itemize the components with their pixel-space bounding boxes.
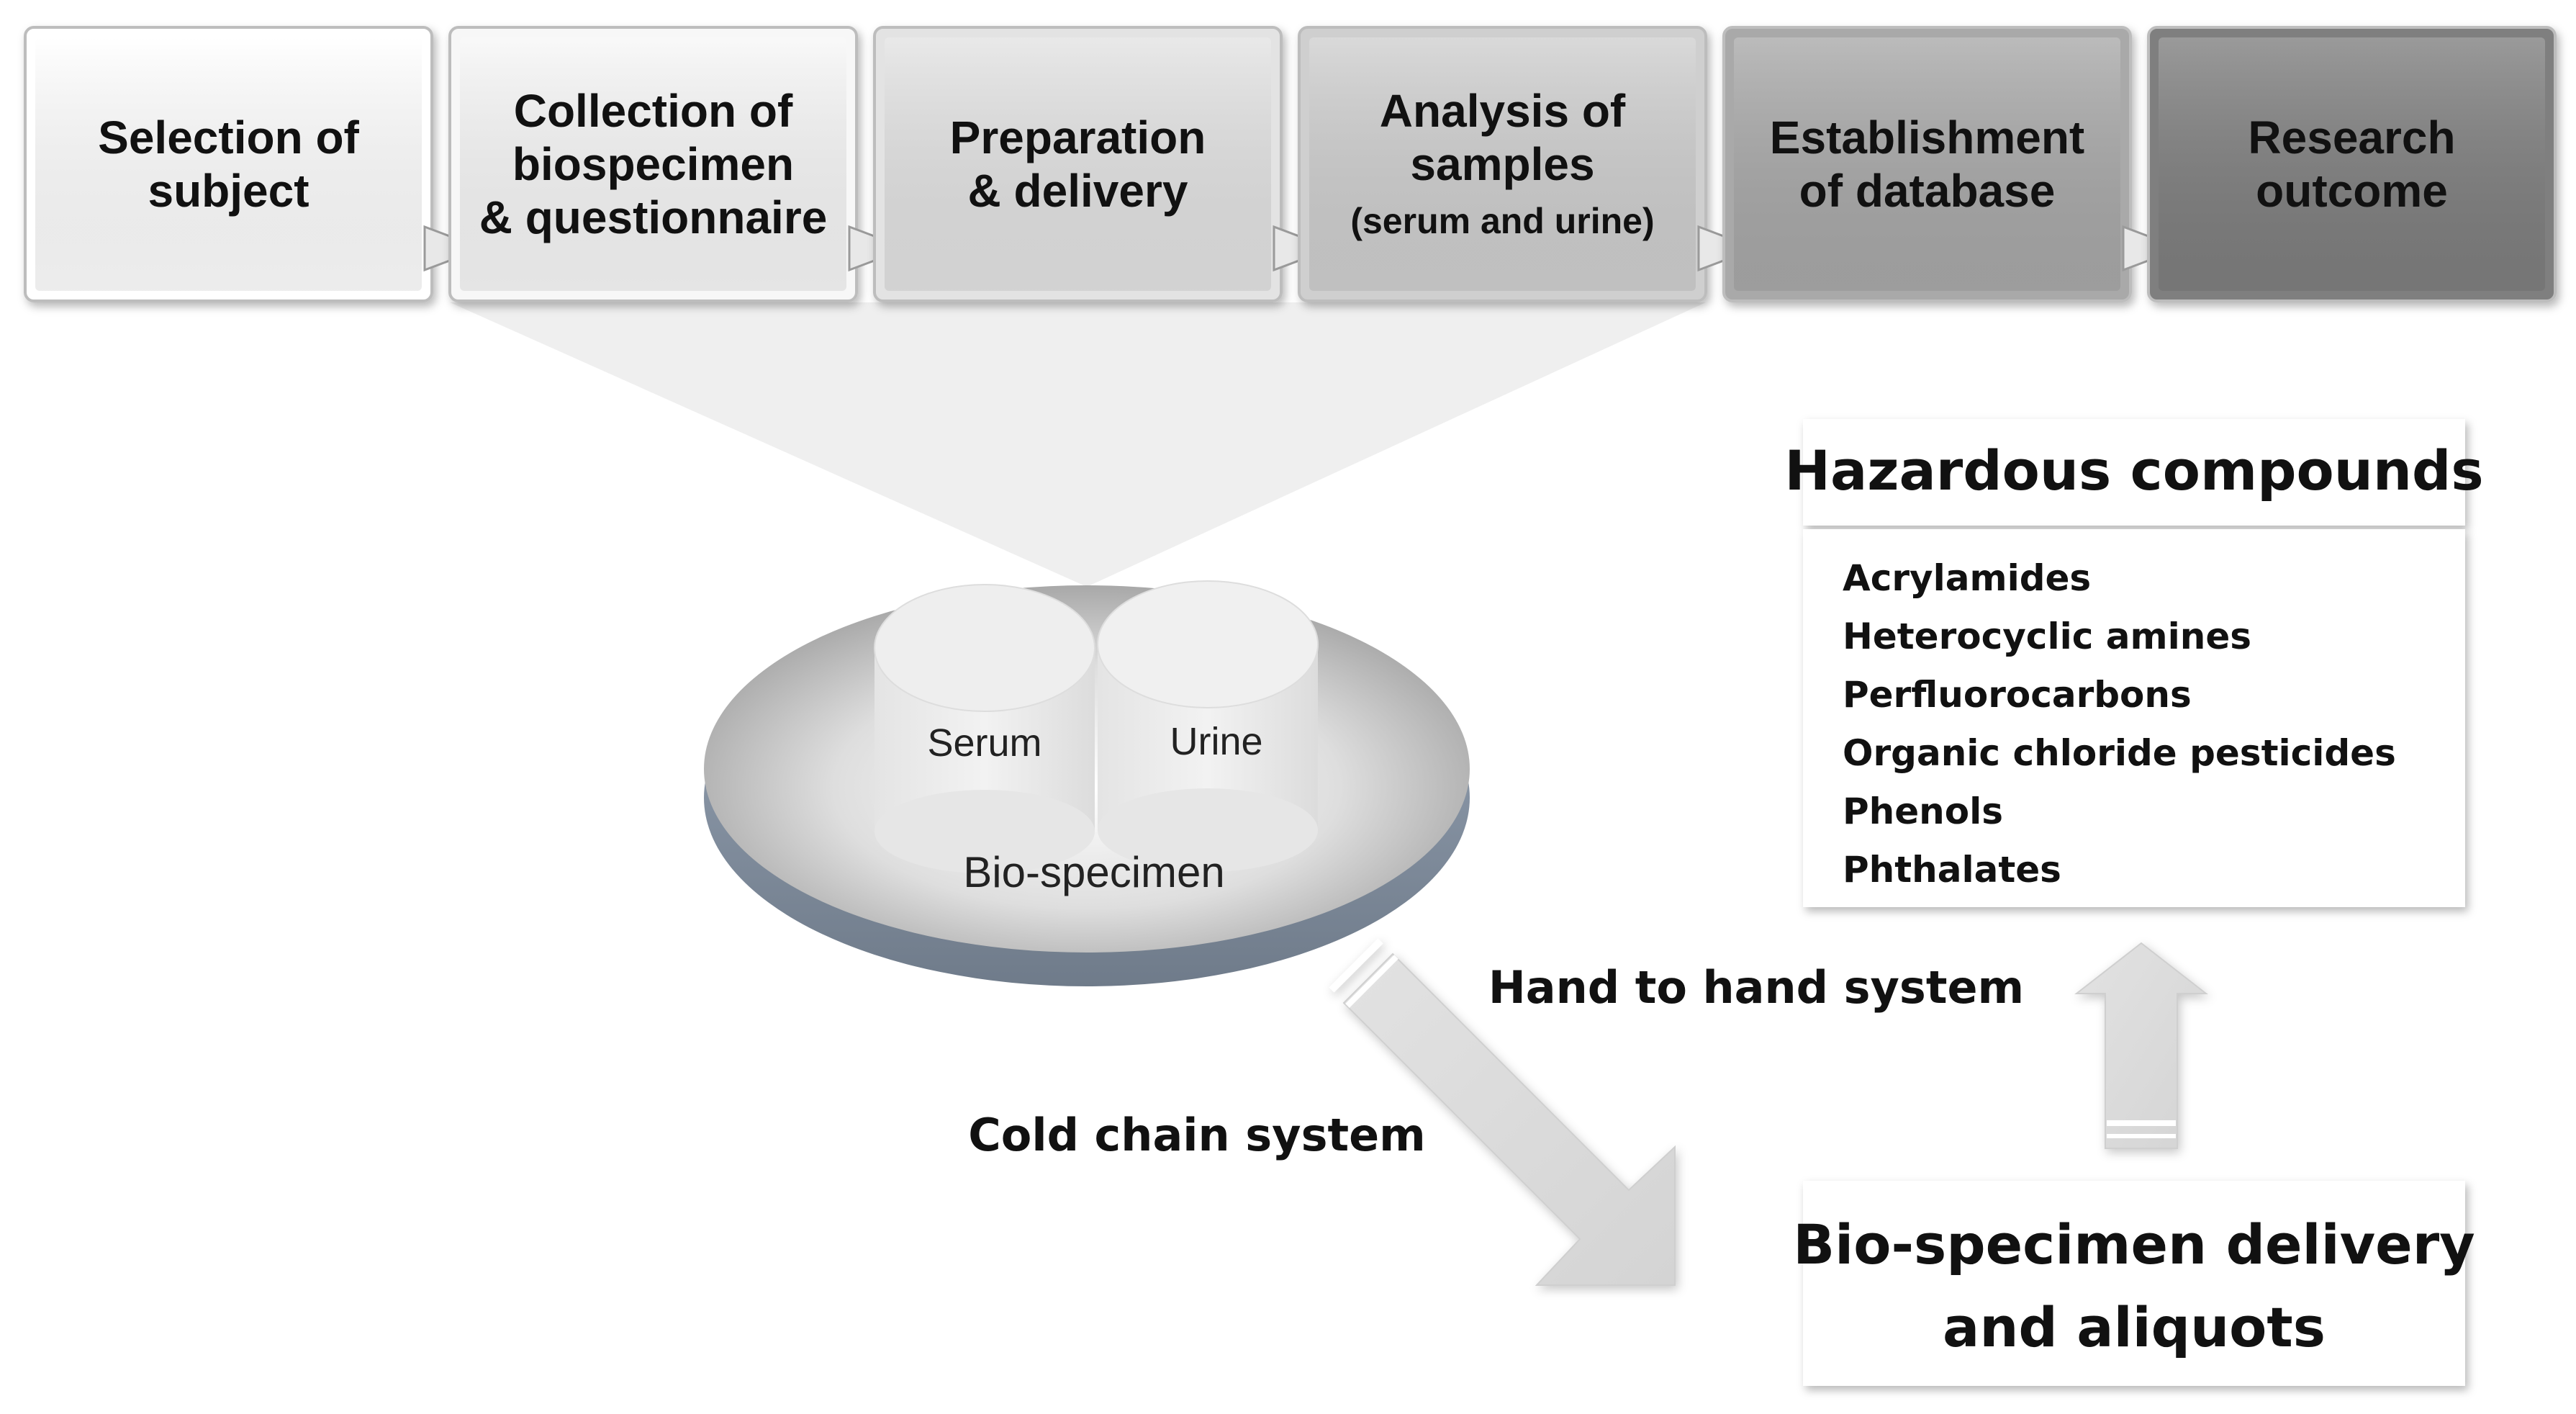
process-step-label: samples: [1410, 138, 1594, 190]
bio-specimen-plate: Serum Urine Bio-specimen: [704, 580, 1470, 986]
serum-label: Serum: [927, 721, 1041, 765]
serum-container: Serum: [874, 584, 1095, 873]
hazardous-compound-item: Phenols: [1843, 791, 2003, 832]
process-step-label: biospecimen: [512, 138, 794, 190]
urine-container: Urine: [1097, 580, 1319, 872]
process-step-label: subject: [148, 165, 309, 217]
process-step-label: Analysis of: [1380, 85, 1626, 137]
cold-chain-arrow: [1329, 938, 1676, 1286]
process-step-3: Preparation& delivery: [873, 26, 1283, 302]
process-step-bevel: [1734, 37, 2120, 291]
cold-chain-label: Cold chain system: [968, 1109, 1426, 1161]
process-step-label: Preparation: [950, 112, 1206, 163]
process-step-bevel: [460, 37, 846, 291]
process-step-label: Collection of: [514, 85, 793, 137]
funnel-highlight: [450, 302, 1706, 587]
hazardous-compound-item: Heterocyclic amines: [1843, 616, 2251, 657]
process-step-label: Establishment: [1770, 112, 2084, 163]
process-step-label: & questionnaire: [479, 192, 828, 243]
hazardous-title: Hazardous compounds: [1784, 438, 2483, 503]
hazardous-compound-item: Organic chloride pesticides: [1843, 732, 2396, 774]
hazardous-title-box: [1803, 419, 2465, 526]
hazardous-list-box: [1803, 529, 2465, 907]
process-step-bevel: [1309, 37, 1696, 291]
process-step-label: Selection of: [98, 112, 359, 163]
process-step-bevel: [2159, 37, 2545, 291]
process-step-label: & delivery: [968, 165, 1188, 217]
delivery-line-2: and aliquots: [1943, 1295, 2326, 1359]
hazardous-compounds-panel: Hazardous compounds AcrylamidesHeterocyc…: [1784, 419, 2484, 907]
bio-specimen-label: Bio-specimen: [963, 848, 1225, 896]
process-step-label: Research: [2248, 112, 2455, 163]
hazardous-compound-item: Acrylamides: [1843, 557, 2091, 599]
process-step-label: (serum and urine): [1350, 201, 1654, 241]
hazardous-compound-item: Phthalates: [1843, 849, 2061, 891]
hazardous-compound-item: Perfluorocarbons: [1843, 674, 2192, 716]
process-step-label: outcome: [2256, 165, 2448, 217]
hand-to-hand-label: Hand to hand system: [1488, 961, 2024, 1014]
delivery-box: [1803, 1181, 2465, 1386]
process-step-label: of database: [1799, 165, 2056, 217]
delivery-panel: Bio-specimen delivery and aliquots: [1793, 1181, 2475, 1386]
hand-to-hand-arrow: [2074, 942, 2208, 1149]
process-step-bevel: [35, 37, 422, 291]
urine-label: Urine: [1170, 720, 1262, 763]
delivery-line-1: Bio-specimen delivery: [1793, 1212, 2475, 1276]
process-step-bevel: [885, 37, 1271, 291]
